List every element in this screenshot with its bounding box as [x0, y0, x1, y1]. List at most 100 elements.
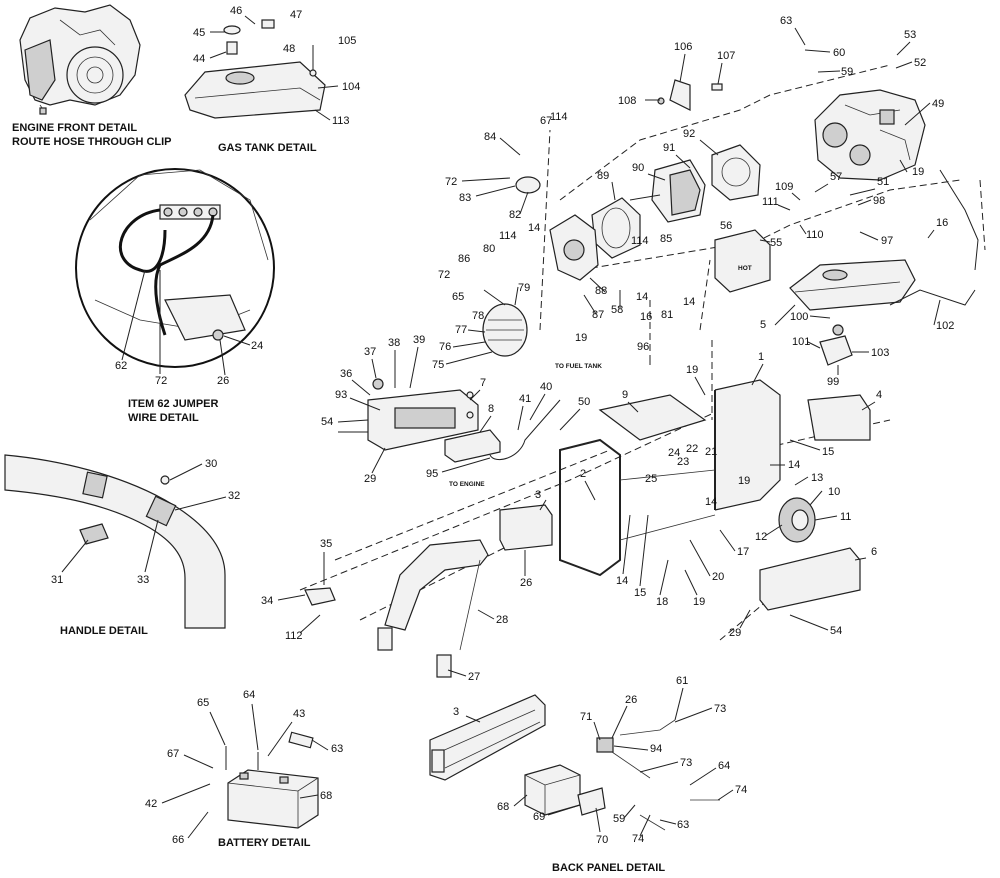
frame: [559, 379, 781, 577]
callout-111: 111: [762, 196, 779, 208]
callout-62: 62: [115, 360, 127, 372]
callout-3-main: 3: [535, 489, 541, 501]
callout-69: 69: [533, 811, 545, 823]
hot-label: HOT: [738, 265, 752, 272]
callout-19e: 19: [693, 596, 705, 608]
callout-78: 78: [472, 310, 484, 322]
callout-89: 89: [597, 170, 609, 182]
callout-114b: 114: [499, 230, 517, 242]
main-callouts: 106 107 108 63 60 59 53 52 49 67 114 84 …: [261, 15, 954, 683]
callout-42: 42: [145, 798, 157, 810]
callout-2: 2: [580, 468, 586, 480]
callout-92: 92: [683, 128, 695, 140]
gas-tank-caption: GAS TANK DETAIL: [218, 142, 317, 154]
jumper-wire-detail: [75, 168, 275, 368]
callout-108: 108: [618, 95, 636, 107]
callout-86: 86: [458, 253, 470, 265]
callout-26-main: 26: [520, 577, 532, 589]
callout-110: 110: [806, 229, 824, 241]
callout-61: 61: [676, 675, 688, 687]
callout-40: 40: [540, 381, 552, 393]
callout-1: 1: [758, 351, 764, 363]
heat-shield: HOT: [714, 229, 771, 293]
handle-bracket: [304, 587, 336, 606]
callout-63-battery: 63: [331, 743, 343, 755]
callout-54a: 54: [321, 416, 333, 428]
callout-6: 6: [871, 546, 877, 558]
gas-tank-detail: [184, 19, 326, 119]
callout-44: 44: [193, 53, 205, 65]
handle-caption: HANDLE DETAIL: [60, 625, 148, 637]
callout-39: 39: [413, 334, 425, 346]
callout-66: 66: [172, 834, 184, 846]
callout-11: 11: [840, 511, 851, 523]
callout-67-top: 67: [540, 115, 552, 127]
end-bell: [549, 214, 599, 281]
callout-31: 31: [51, 574, 63, 586]
leader-lines: [277, 27, 941, 677]
callout-14f: 14: [616, 575, 628, 587]
callout-114a: 114: [550, 111, 568, 123]
callout-9: 9: [622, 389, 628, 401]
callout-34: 34: [261, 595, 273, 607]
callout-21: 21: [705, 446, 717, 458]
callout-51: 51: [877, 176, 889, 188]
callout-80: 80: [483, 243, 495, 255]
callout-15b: 15: [634, 587, 646, 599]
callout-45: 45: [193, 27, 205, 39]
muffler: [819, 324, 853, 366]
callout-88: 88: [595, 285, 607, 297]
callout-36: 36: [340, 368, 352, 380]
callout-81: 81: [661, 309, 673, 321]
side-panel-4: [807, 394, 871, 441]
front-panel: [499, 504, 553, 551]
callout-15a: 15: [822, 446, 834, 458]
back-panel-detail: [429, 694, 720, 831]
callout-29b: 29: [729, 627, 741, 639]
callout-56: 56: [720, 220, 732, 232]
callout-72b: 72: [438, 269, 450, 281]
callout-114c: 114: [631, 235, 649, 247]
callout-20: 20: [712, 571, 724, 583]
callout-50: 50: [578, 396, 590, 408]
callout-74b: 74: [632, 833, 644, 845]
engine-front-caption-2: ROUTE HOSE THROUGH CLIP: [12, 136, 172, 148]
callout-67-battery: 67: [167, 748, 179, 760]
callout-112: 112: [285, 630, 303, 642]
callout-74a: 74: [735, 784, 747, 796]
callout-97: 97: [881, 235, 893, 247]
bracket-106: [669, 79, 691, 111]
callout-10: 10: [828, 486, 840, 498]
callout-54b: 54: [830, 625, 842, 637]
callout-72-jumper: 72: [155, 375, 167, 387]
stator: [629, 159, 706, 223]
control-panel: [367, 378, 479, 451]
callout-29a: 29: [364, 473, 376, 485]
callout-65-top: 65: [452, 291, 464, 303]
callout-106: 106: [674, 41, 692, 53]
callout-85: 85: [660, 233, 672, 245]
wheel: [778, 497, 816, 543]
callout-3-back: 3: [453, 706, 459, 718]
callout-12: 12: [755, 531, 767, 543]
callout-63-top: 63: [780, 15, 792, 27]
callout-7: 7: [480, 377, 486, 389]
callout-25: 25: [645, 473, 657, 485]
callout-68-back: 68: [497, 801, 509, 813]
fan-housing: [711, 144, 761, 201]
callout-105: 105: [338, 35, 356, 47]
callout-96: 96: [637, 341, 649, 353]
callout-68-battery: 68: [320, 790, 332, 802]
callout-55: 55: [770, 237, 782, 249]
callout-48: 48: [283, 43, 295, 55]
callout-84: 84: [484, 131, 496, 143]
rotor: [591, 197, 641, 259]
callout-38: 38: [388, 337, 400, 349]
callout-99: 99: [827, 376, 839, 388]
callout-98: 98: [873, 195, 885, 207]
callout-103: 103: [871, 347, 889, 359]
callout-72a: 72: [445, 176, 457, 188]
callout-76: 76: [439, 341, 451, 353]
fuel-tank: [789, 259, 916, 311]
